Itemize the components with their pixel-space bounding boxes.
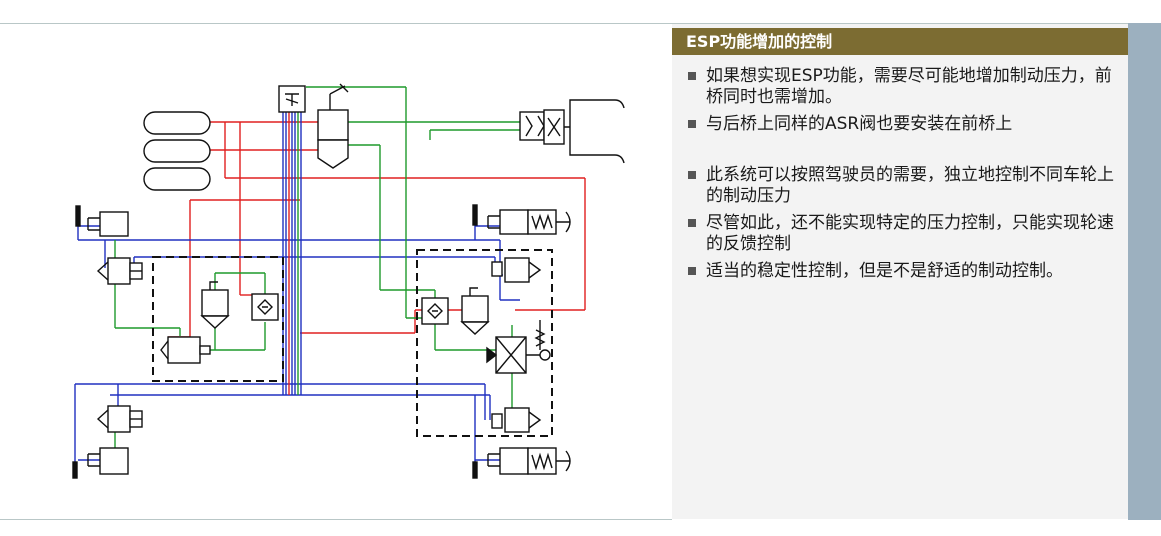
bullet-item: 尽管如此，还不能实现特定的压力控制，只能实现轮速的反馈控制 bbox=[688, 213, 1118, 255]
top-divider bbox=[0, 23, 1161, 24]
square-bullet-icon bbox=[688, 72, 696, 80]
air-tank-3 bbox=[143, 167, 211, 191]
square-bullet-icon bbox=[688, 171, 696, 179]
brake-chamber-rear-left bbox=[99, 447, 129, 475]
square-bullet-icon bbox=[688, 120, 696, 128]
spring-chamber-rear-right-top bbox=[499, 209, 529, 235]
brake-chamber-front-left bbox=[99, 211, 129, 237]
bullet-item: 此系统可以按照驾驶员的需要，独立地控制不同车轮上的制动压力 bbox=[688, 165, 1118, 207]
bullet-item: 如果想实现ESP功能，需要尽可能地增加制动压力，前桥同时也需增加。 bbox=[688, 66, 1118, 108]
square-bullet-icon bbox=[688, 219, 696, 227]
bottom-divider bbox=[0, 519, 672, 520]
air-tank-1 bbox=[143, 111, 211, 135]
brake-valve bbox=[317, 109, 349, 141]
pipe-bundle-trunk bbox=[282, 112, 302, 395]
right-valve-module bbox=[416, 249, 553, 437]
panel-title: ESP功能增加的控制 bbox=[672, 28, 1128, 55]
text-panel bbox=[672, 24, 1128, 519]
right-accent-bar bbox=[1128, 23, 1161, 520]
bullet-item: 与后桥上同样的ASR阀也要安装在前桥上 bbox=[688, 114, 1118, 135]
spring-chamber-rear-right-bottom bbox=[499, 447, 529, 475]
abs-valve-front-left bbox=[107, 257, 131, 285]
pneumatic-brake-diagram bbox=[72, 83, 625, 479]
left-valve-module bbox=[152, 256, 284, 382]
green-circuit-lines bbox=[114, 86, 520, 448]
abs-valve-rear-left bbox=[107, 405, 131, 433]
air-tank-2 bbox=[143, 139, 211, 163]
bullet-item: 适当的稳定性控制，但是不是舒适的制动控制。 bbox=[688, 261, 1118, 282]
square-bullet-icon bbox=[688, 267, 696, 275]
bullet-list: 如果想实现ESP功能，需要尽可能地增加制动压力，前桥同时也需增加。 与后桥上同样… bbox=[688, 66, 1118, 288]
